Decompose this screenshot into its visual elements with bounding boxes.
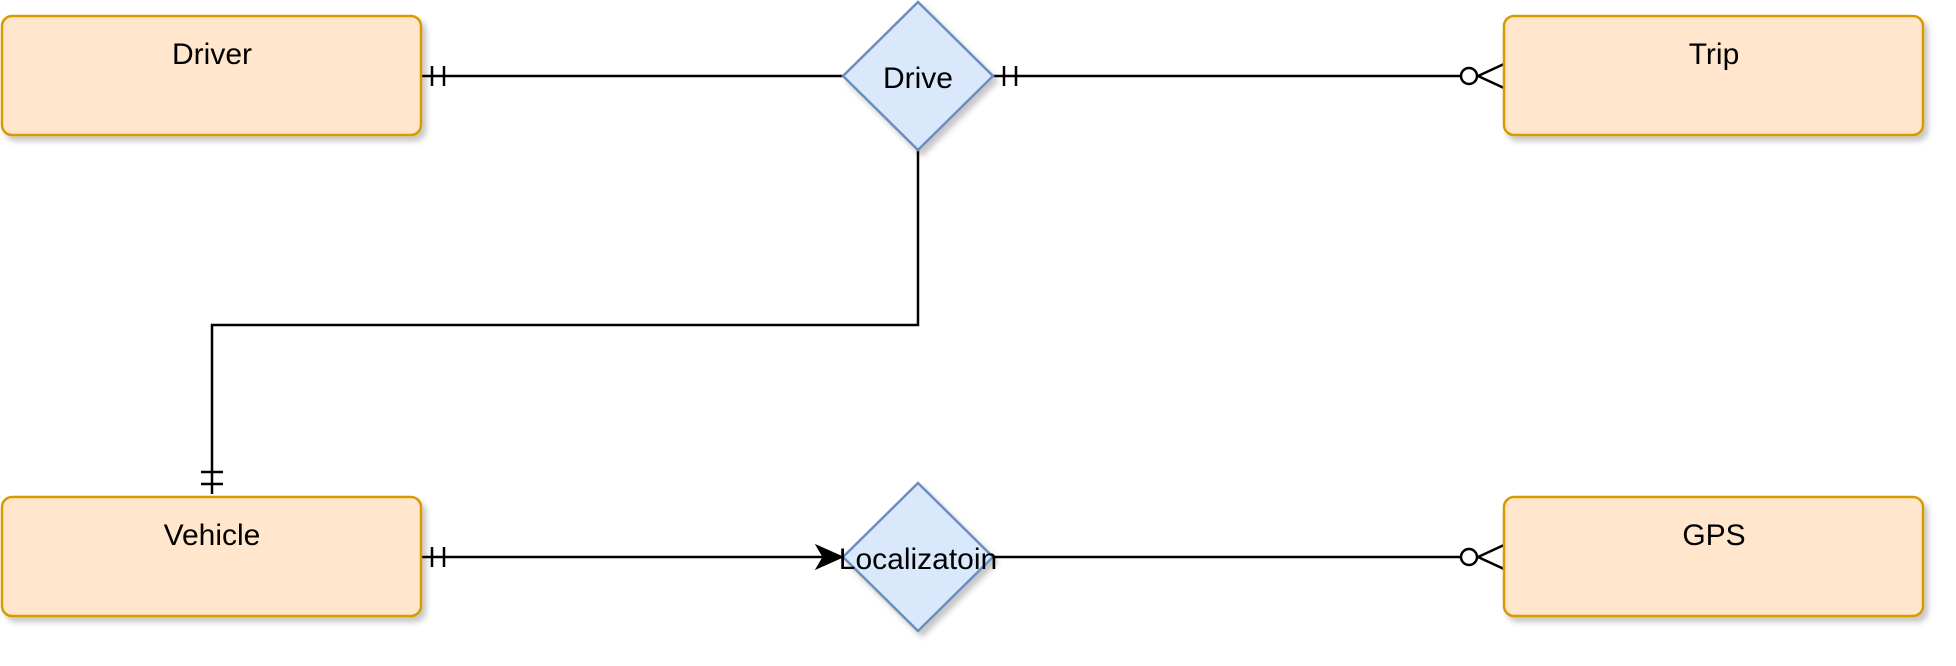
relationship-localization[interactable]: Localizatoin xyxy=(839,481,997,633)
entity-gps[interactable]: GPS xyxy=(1502,495,1925,618)
relationship-localization-label: Localizatoin xyxy=(839,543,997,576)
entity-trip[interactable]: Trip xyxy=(1502,14,1925,137)
exactly-one-marker-drive-trip xyxy=(1002,66,1018,86)
connectors xyxy=(201,62,1505,571)
zero-or-many-marker-trip xyxy=(1459,62,1505,90)
relationship-drive[interactable]: Drive xyxy=(841,0,995,152)
entity-vehicle[interactable]: Vehicle xyxy=(0,495,423,618)
exactly-one-marker-vehicle-localization xyxy=(430,547,446,567)
arrowhead-localization xyxy=(814,543,845,571)
entity-driver-label: Driver xyxy=(172,38,252,71)
connector-drive-vehicle xyxy=(210,150,920,494)
entity-driver[interactable]: Driver xyxy=(0,14,423,137)
entity-gps-label: GPS xyxy=(1682,519,1745,552)
exactly-one-marker-driver xyxy=(430,66,446,86)
entity-vehicle-label: Vehicle xyxy=(164,519,261,552)
entity-trip-label: Trip xyxy=(1689,38,1740,71)
exactly-one-marker-vehicle xyxy=(201,470,223,486)
relationship-drive-label: Drive xyxy=(883,62,953,95)
zero-or-many-marker-gps xyxy=(1459,543,1505,571)
